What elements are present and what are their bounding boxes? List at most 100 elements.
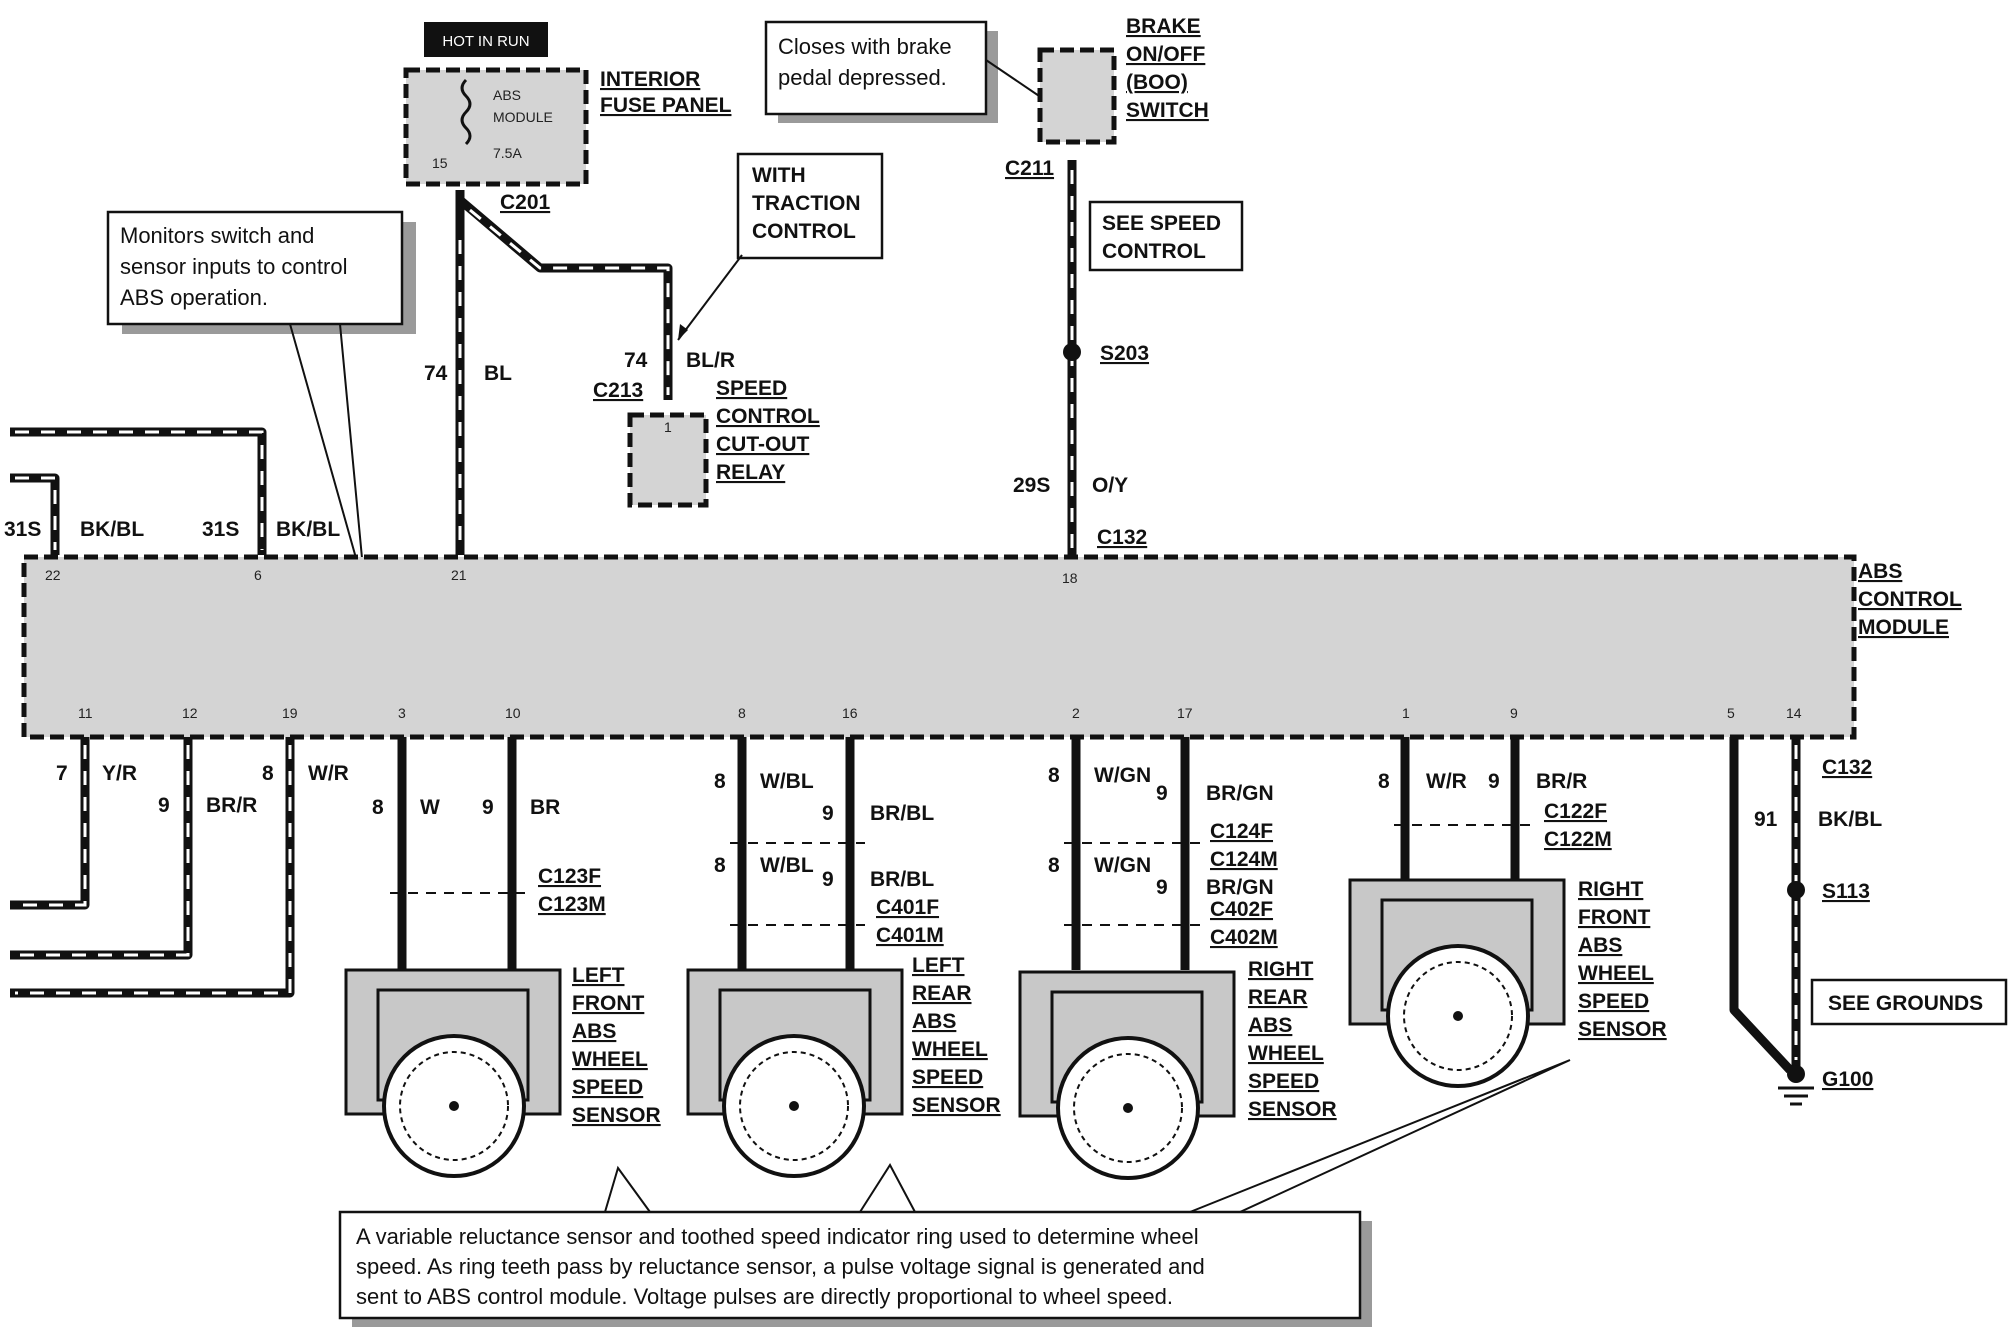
boo-switch-label-2: ON/OFF xyxy=(1126,43,1205,66)
pin-6: 6 xyxy=(254,567,262,583)
pin-21: 21 xyxy=(451,567,467,583)
wire-bkbl2-color: BK/BL xyxy=(276,518,340,541)
traction-control-line-3: CONTROL xyxy=(752,220,856,243)
connector-c213: C213 xyxy=(593,379,643,402)
pin-16: 16 xyxy=(842,705,858,721)
splice-s203-label: S203 xyxy=(1100,342,1149,365)
wire-yr-color: Y/R xyxy=(102,762,137,785)
connector-c122m: C122M xyxy=(1544,828,1612,851)
sensor-note-line-2: speed. As ring teeth pass by reluctance … xyxy=(356,1254,1205,1279)
fuse-line-1: ABS xyxy=(493,87,521,103)
pin-22: 22 xyxy=(45,567,61,583)
lf-label-4: WHEEL xyxy=(572,1048,648,1071)
wire-gnd-color: BK/BL xyxy=(1818,808,1882,831)
connector-c132-bottom: C132 xyxy=(1822,756,1872,779)
rr-label-2: REAR xyxy=(1248,986,1308,1009)
rr-wgn-color: W/GN xyxy=(1094,764,1151,787)
pin-1: 1 xyxy=(1402,705,1410,721)
connector-break-lines xyxy=(390,824,1530,926)
rf-brr-num: 9 xyxy=(1488,770,1500,793)
monitors-note-line-3: ABS operation. xyxy=(120,285,268,310)
wire-gnd-num: 91 xyxy=(1754,808,1778,831)
monitors-note-line-1: Monitors switch and xyxy=(120,223,314,248)
connector-c402f: C402F xyxy=(1210,898,1273,921)
rf-label-3: ABS xyxy=(1578,934,1622,957)
wire-blr-color: BL/R xyxy=(686,349,735,372)
lr-label-1: LEFT xyxy=(912,954,965,977)
rr-label-1: RIGHT xyxy=(1248,958,1314,981)
lf-label-1: LEFT xyxy=(572,964,625,987)
lr-label-5: SPEED xyxy=(912,1066,983,1089)
brake-note-box xyxy=(764,20,988,116)
pin-14: 14 xyxy=(1786,705,1802,721)
hot-in-run-badge xyxy=(424,22,548,57)
wire-wr-num: 8 xyxy=(262,762,274,785)
pin-9: 9 xyxy=(1510,705,1518,721)
connector-c124f: C124F xyxy=(1210,820,1273,843)
lr-label-3: ABS xyxy=(912,1010,956,1033)
ground-g100-label: G100 xyxy=(1822,1068,1873,1091)
fuse-panel-label-2: FUSE PANEL xyxy=(600,94,732,117)
sensor-note-pointer-1 xyxy=(604,1165,651,1213)
rr-wgn-num: 8 xyxy=(1048,764,1060,787)
lf-w-color: W xyxy=(420,796,440,819)
monitors-note-line-2: sensor inputs to control xyxy=(120,254,347,279)
brake-note-line-1: Closes with brake xyxy=(778,34,952,59)
lr-label-4: WHEEL xyxy=(912,1038,988,1061)
boo-switch-label-4: SWITCH xyxy=(1126,99,1209,122)
boo-switch xyxy=(1037,47,1117,145)
rr-brgn2-num: 9 xyxy=(1156,876,1168,899)
wire-yr-num: 7 xyxy=(56,762,68,785)
left-rear-sensor xyxy=(686,968,904,1178)
connector-c401m: C401M xyxy=(876,924,944,947)
see-grounds-label: SEE GROUNDS xyxy=(1828,992,1983,1015)
hot-in-run-label: HOT IN RUN xyxy=(442,33,529,50)
wire-oy-color: O/Y xyxy=(1092,474,1128,497)
pin-18: 18 xyxy=(1062,570,1078,586)
connector-c123m: C123M xyxy=(538,893,606,916)
rf-brr-color: BR/R xyxy=(1536,770,1587,793)
sensor-note-pointer-3 xyxy=(1189,1059,1571,1213)
wire-9-brr xyxy=(10,735,193,960)
relay-label-3: CUT-OUT xyxy=(716,433,809,456)
rf-label-5: SPEED xyxy=(1578,990,1649,1013)
monitors-note-pointer xyxy=(289,323,366,591)
connector-c401f: C401F xyxy=(876,896,939,919)
wire-brr-num: 9 xyxy=(158,794,170,817)
see-speed-control-box xyxy=(1088,200,1244,272)
wire-31s-bkbl-pin22 xyxy=(10,473,60,555)
wire-blr-num: 74 xyxy=(624,349,648,372)
rf-label-6: SENSOR xyxy=(1578,1018,1667,1041)
wire-bl-num: 74 xyxy=(424,362,448,385)
pin-3: 3 xyxy=(398,705,406,721)
splice-s203 xyxy=(1063,343,1081,361)
connector-c124m: C124M xyxy=(1210,848,1278,871)
speed-control-cutout-relay xyxy=(627,412,709,508)
lr-label-6: SENSOR xyxy=(912,1094,1001,1117)
lr-brbl2-num: 9 xyxy=(822,868,834,891)
lr-wbl-num: 8 xyxy=(714,770,726,793)
lr-wbl2-num: 8 xyxy=(714,854,726,877)
pin-19: 19 xyxy=(282,705,298,721)
lf-br-num: 9 xyxy=(482,796,494,819)
traction-control-box xyxy=(736,152,884,260)
brake-note-line-2: pedal depressed. xyxy=(778,65,947,90)
wire-oy-num: 29S xyxy=(1013,474,1050,497)
rr-brgn2-color: BR/GN xyxy=(1206,876,1274,899)
wire-bkbl2-num: 31S xyxy=(202,518,239,541)
see-speed-control-line-1: SEE SPEED xyxy=(1102,212,1221,235)
wire-wr-color: W/R xyxy=(308,762,349,785)
lr-wbl2-color: W/BL xyxy=(760,854,814,877)
rr-wgn2-num: 8 xyxy=(1048,854,1060,877)
wire-brr-color: BR/R xyxy=(206,794,257,817)
connector-c123f: C123F xyxy=(538,865,601,888)
connector-c402m: C402M xyxy=(1210,926,1278,949)
wiring xyxy=(10,160,1801,1074)
left-front-sensor xyxy=(344,968,562,1178)
fuse-line-2: MODULE xyxy=(493,109,553,125)
wire-pin5-ground xyxy=(1729,735,1794,1074)
abs-control-module xyxy=(21,554,1857,740)
wire-7-yr xyxy=(10,735,90,910)
pin-5: 5 xyxy=(1727,705,1735,721)
